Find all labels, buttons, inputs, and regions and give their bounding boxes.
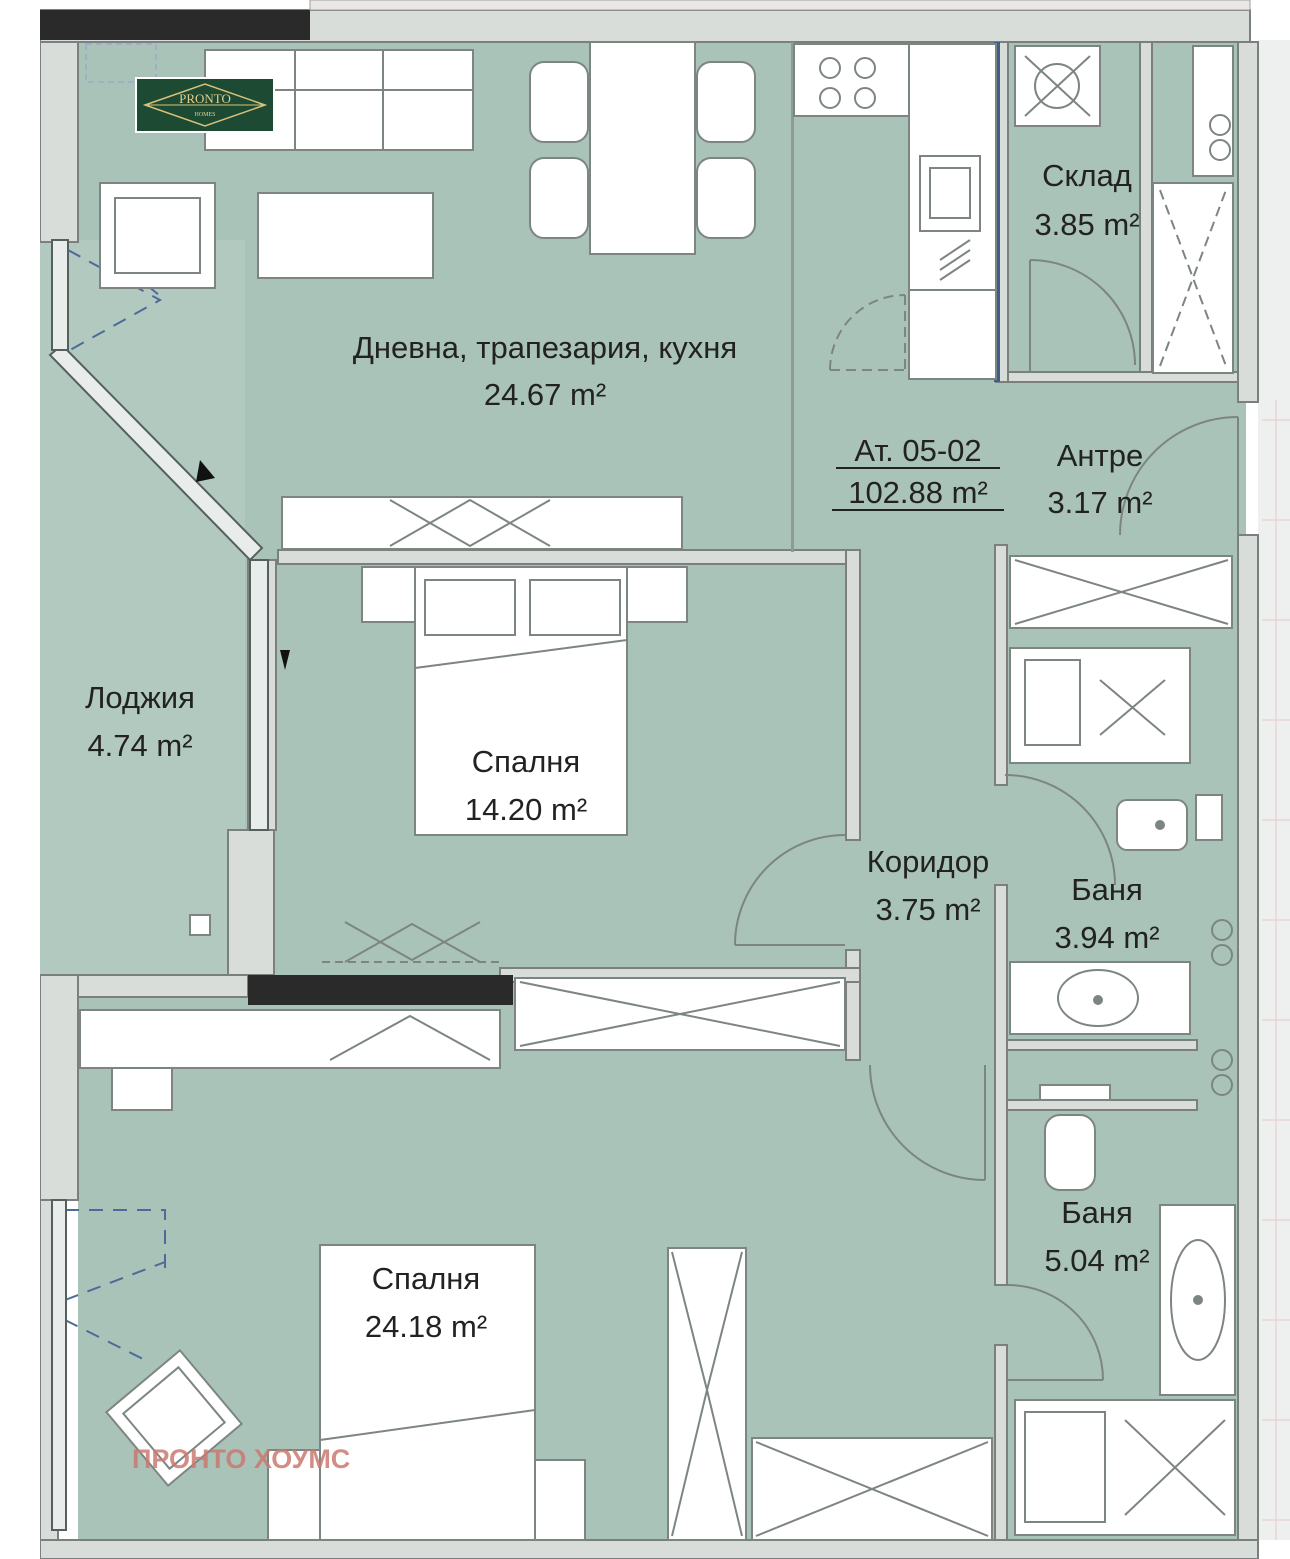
living-kitchen-divider	[791, 42, 794, 552]
hob-burner-4	[854, 87, 876, 109]
bath2-area: 5.04 m²	[1044, 1243, 1149, 1278]
room-labels: Дневна, трапезария, кухня 24.67 m² Склад…	[85, 158, 1159, 1344]
bath1-furniture	[1009, 647, 1233, 1035]
unit-label: Ат. 05-02 102.88 m²	[832, 433, 1004, 511]
arrows	[196, 460, 290, 670]
living-furniture	[85, 41, 756, 550]
living-room-area: 24.67 m²	[484, 377, 606, 412]
corridor-name: Коридор	[867, 844, 989, 879]
loggia-window	[48, 239, 269, 831]
hob-burner-2	[854, 57, 876, 79]
bedroom2-area: 24.18 m²	[365, 1309, 487, 1344]
hob-burner-1	[819, 57, 841, 79]
entrance-area: 3.17 m²	[1047, 485, 1152, 520]
bath1-name: Баня	[1071, 872, 1143, 907]
entrance-elements	[1009, 416, 1239, 629]
outer-strip-right	[1258, 40, 1290, 1540]
bedroom1-name: Спалня	[472, 744, 580, 779]
entrance-name: Антре	[1057, 438, 1143, 473]
corridor-area: 3.75 m²	[875, 892, 980, 927]
unit-name: Ат. 05-02	[854, 433, 981, 468]
living-room-name: Дневна, трапезария, кухня	[353, 330, 737, 365]
bath2-name: Баня	[1061, 1195, 1133, 1230]
corridor-elements	[869, 774, 1116, 1181]
bath2-furniture	[1007, 1049, 1236, 1536]
loggia-floor	[40, 240, 245, 980]
bath1-area: 3.94 m²	[1054, 920, 1159, 955]
loggia-name: Лоджия	[85, 680, 195, 715]
storage-furniture	[1014, 45, 1234, 374]
watermark-text: ПРОНТО ХОУМС	[132, 1444, 350, 1474]
storage-name: Склад	[1042, 158, 1132, 193]
logo-subtext: HOMES	[194, 112, 215, 118]
bedroom2-window-swing	[64, 1209, 166, 1361]
storage-area: 3.85 m²	[1034, 207, 1139, 242]
bedroom2-furniture	[79, 977, 993, 1541]
kitchen-furniture	[793, 43, 997, 380]
grid-right	[1262, 400, 1290, 1540]
bedroom2-name: Спалня	[372, 1261, 480, 1296]
top-strip	[309, 0, 1251, 11]
concrete-walls	[40, 10, 513, 1005]
logo-text: PRONTO	[179, 91, 231, 106]
hob-burner-3	[819, 87, 841, 109]
left-window-lower	[51, 1199, 67, 1531]
loggia-area: 4.74 m²	[87, 728, 192, 763]
bedroom1-furniture	[189, 566, 846, 963]
pronto-logo: PRONTO HOMES	[135, 77, 275, 133]
unit-area: 102.88 m²	[848, 475, 988, 510]
bedroom1-area: 14.20 m²	[465, 792, 587, 827]
